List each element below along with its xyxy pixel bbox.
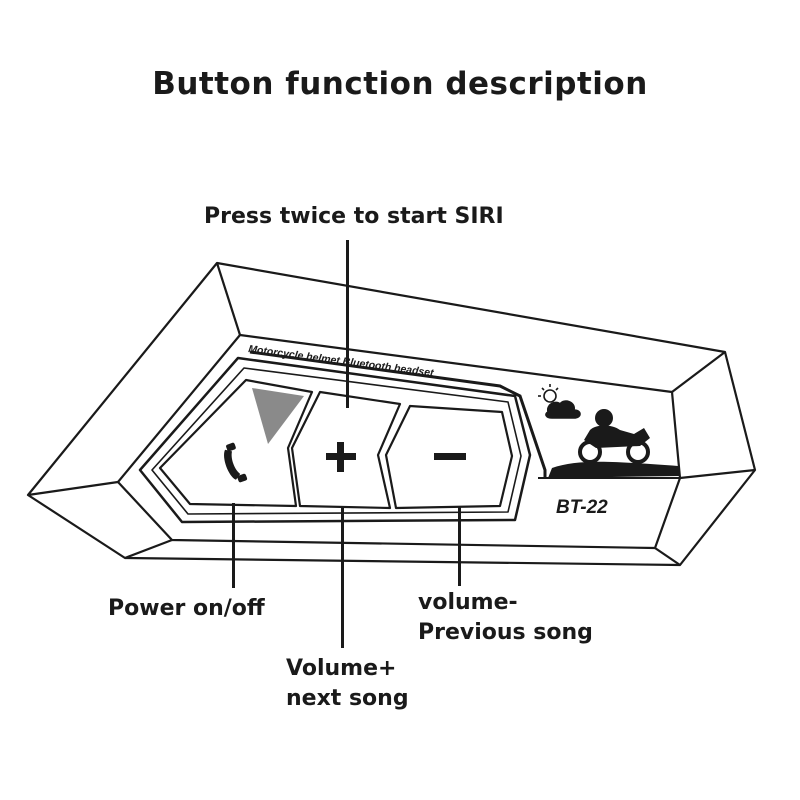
model-label: BT-22 [556, 497, 608, 518]
weather-icon [538, 384, 581, 419]
indicator-triangle [252, 388, 304, 444]
volup-leader-line [341, 506, 344, 648]
button-panel [138, 356, 532, 524]
volume-up-line2: next song [286, 686, 409, 711]
motorcycle-icon [548, 409, 680, 478]
siri-label: Press twice to start SIRI [204, 204, 504, 229]
volume-up-line1: Volume+ [286, 656, 397, 681]
power-leader-line [232, 503, 235, 588]
minus-symbol [434, 453, 466, 460]
power-button [158, 378, 314, 508]
volume-down-line1: volume- [418, 590, 518, 615]
volume-down-label: volume- Previous song [418, 588, 593, 648]
voldown-leader-line [458, 506, 461, 586]
siri-leader-line [346, 240, 349, 408]
plus-button [290, 390, 402, 510]
volume-down-line2: Previous song [418, 620, 593, 645]
phone-icon [224, 442, 248, 483]
volume-up-label: Volume+ next song [286, 654, 409, 714]
plus-symbol [326, 442, 356, 472]
minus-button [384, 404, 514, 510]
power-label: Power on/off [108, 596, 265, 621]
diagram-title: Button function description [152, 66, 648, 102]
